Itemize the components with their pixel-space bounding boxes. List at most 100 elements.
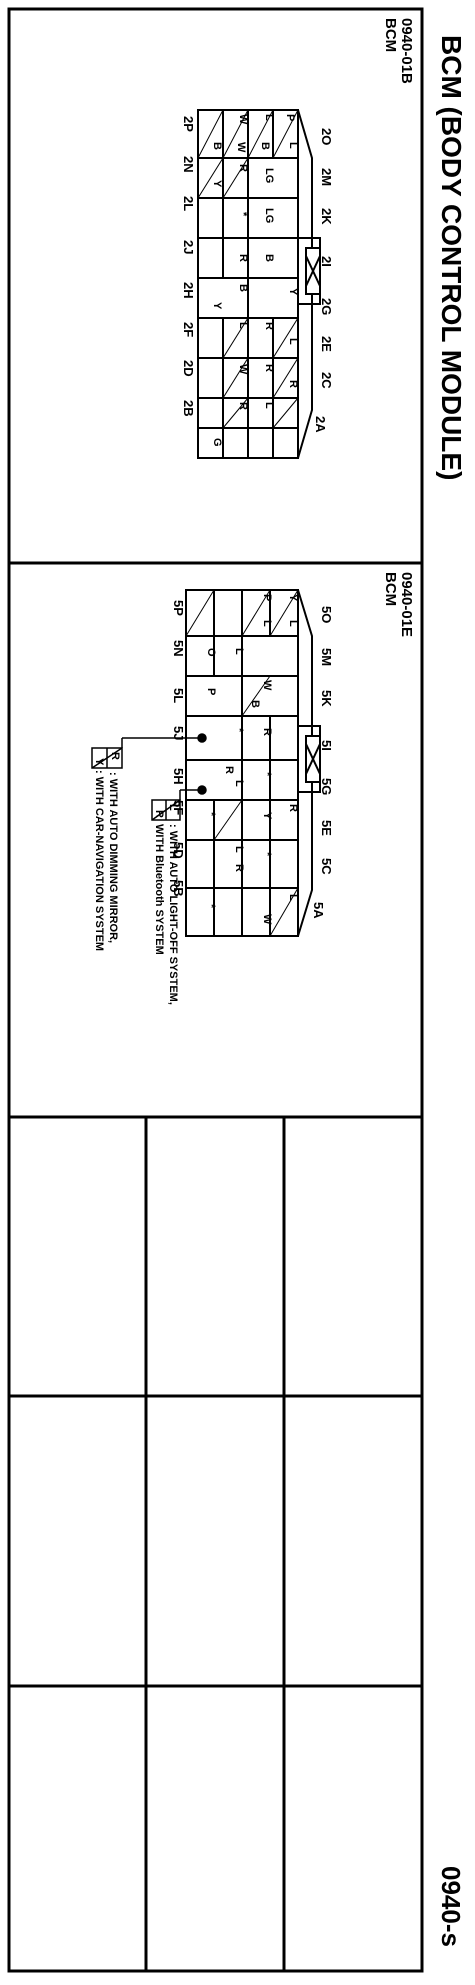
pin-label: 5J <box>171 726 186 740</box>
wire-color: R <box>237 402 249 410</box>
legend-text: WITH Bluetooth SYSTEM <box>153 824 165 955</box>
wire-color: P <box>284 114 296 121</box>
connector-code: 0940-01E <box>398 572 415 637</box>
wire-color: LG <box>263 208 275 223</box>
wire-color: W <box>261 914 273 925</box>
wire-color: B <box>263 254 275 262</box>
connector-name: BCM <box>382 572 399 606</box>
wire-color: R <box>287 380 299 388</box>
wire-color: * <box>261 852 273 857</box>
wire-color: B <box>211 142 223 150</box>
wire-color: R <box>223 766 235 774</box>
wire-color: R <box>237 254 249 262</box>
wire-color: R <box>261 728 273 736</box>
wire-color: L <box>287 142 299 149</box>
wire-color: L <box>261 620 273 627</box>
page-frame <box>7 7 424 1973</box>
wire-color: G <box>211 438 223 447</box>
pin-label: 2C <box>319 372 334 389</box>
wire-color: Y <box>287 288 299 296</box>
pin-label: 5A <box>311 902 326 919</box>
wire-color: * <box>233 728 245 733</box>
pin-label: 5B <box>171 880 186 897</box>
wire-color: LG <box>263 168 275 183</box>
wire-color: L <box>233 648 245 655</box>
wire-color: Y <box>261 812 273 820</box>
wire-color: Y <box>287 594 299 602</box>
pin-label: 2K <box>319 208 334 225</box>
wire-color: L <box>287 620 299 627</box>
bottom-pin-labels: 2P 2N 2L 2J 2H 2F 2D 2B <box>181 116 196 417</box>
wire-color: L <box>287 338 299 345</box>
pin-label: 5O <box>319 606 334 623</box>
pin-label: 2I <box>319 256 334 267</box>
wire-color: L <box>263 114 275 121</box>
wire-color: R <box>233 864 245 872</box>
legend-color: R <box>153 810 165 818</box>
legend-color: R <box>109 752 121 760</box>
legend-color: L <box>167 804 179 811</box>
connector-name: BCM <box>382 18 399 52</box>
pin-label: 2F <box>181 322 196 337</box>
wire-color: L <box>287 894 299 901</box>
page-title: BCM (BODY CONTROL MODULE) <box>436 35 467 480</box>
connector-housing <box>197 109 313 459</box>
wire-color: L <box>263 402 275 409</box>
pin-label: 5D <box>171 842 186 859</box>
pin-label: 5G <box>319 778 334 795</box>
connector-lock-tab <box>297 237 321 305</box>
wire-color: P <box>261 594 273 601</box>
pin-label: 2G <box>319 298 334 315</box>
wire-color: B <box>259 142 271 150</box>
pin-label: 2J <box>181 240 196 254</box>
pin-label: 5M <box>319 648 334 666</box>
pin-label: 2H <box>181 282 196 299</box>
legend-text: : WITH CAR-NAVIGATION SYSTEM <box>93 770 105 951</box>
wire-color: P <box>205 688 217 695</box>
legend-text: : WITH AUTO DIMMING MIRROR, <box>107 772 119 943</box>
wire-color: * <box>237 212 249 217</box>
pin-label: 2O <box>319 128 334 145</box>
wire-color: Y <box>211 302 223 310</box>
connector-code: 0940-01B <box>398 18 415 84</box>
pin-label: 2L <box>181 196 196 211</box>
wire-color: L <box>237 322 249 329</box>
wire-color: R <box>237 164 249 172</box>
wire-color: * <box>205 904 217 909</box>
top-pin-labels: 2O 2M 2K 2I 2G 2E 2C 2A <box>313 128 334 433</box>
wire-color: L <box>233 780 245 787</box>
wire-color: R <box>263 364 275 372</box>
option-indicators <box>121 733 207 800</box>
connector-0940-01e: 0940-01E BCM <box>91 572 415 1005</box>
pin-label: 5K <box>319 690 334 707</box>
pin-label: 5I <box>319 740 334 751</box>
wire-color: B <box>249 700 261 708</box>
connector-housing <box>185 589 313 937</box>
split-cell-marks <box>185 589 299 937</box>
option-legend-1: L R : WITH AUTO LIGHT-OFF SYSTEM, WITH B… <box>151 799 181 1005</box>
split-cell-marks <box>197 109 299 429</box>
wire-color-codes: Y L P L O L W B P R * * R L R Y * * L R … <box>205 594 299 925</box>
pin-label: 5N <box>171 640 186 657</box>
wire-color: W <box>237 364 249 375</box>
wire-color: * <box>205 812 217 817</box>
pin-label: 2M <box>319 168 334 186</box>
legend-color: Y <box>93 758 105 766</box>
wire-color-codes: P L W L B B W R Y LG * LG R B B Y Y R L … <box>211 114 299 447</box>
top-pin-labels: 5O 5M 5K 5I 5G 5E 5C 5A <box>311 606 334 919</box>
pin-label: 2P <box>181 116 196 132</box>
pin-label: 2N <box>181 156 196 173</box>
wire-color: W <box>237 114 249 125</box>
pin-label: 5P <box>171 600 186 616</box>
wire-color: R <box>263 322 275 330</box>
page-code: 0940-s <box>436 1866 466 1947</box>
pin-label: 5E <box>319 820 334 836</box>
pin-label: 5C <box>319 858 334 875</box>
pin-label: 5H <box>171 768 186 785</box>
connector-lock-tab <box>297 725 321 793</box>
connector-0940-01b: 0940-01B BCM <box>181 18 415 459</box>
pin-label: 2D <box>181 360 196 377</box>
wire-color: W <box>235 142 247 153</box>
wire-color: O <box>205 648 217 657</box>
